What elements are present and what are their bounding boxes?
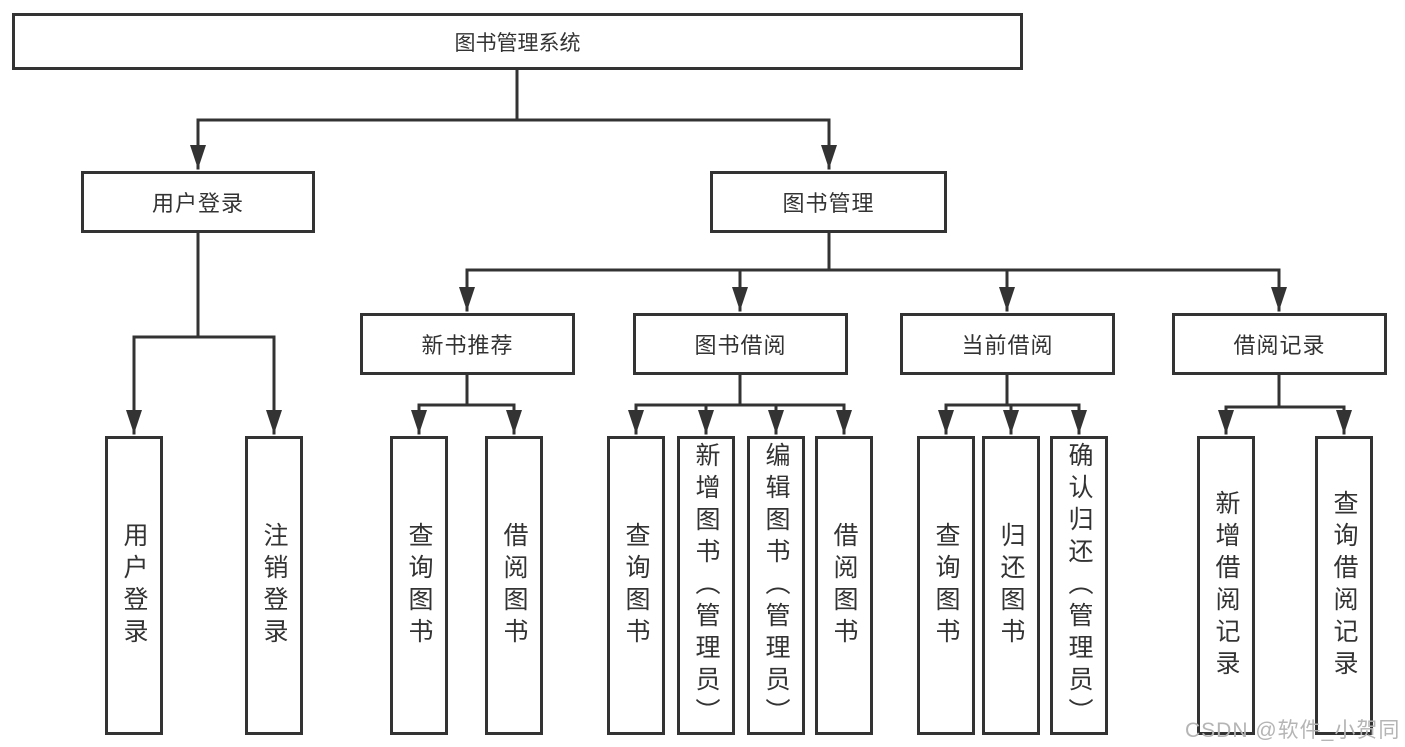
leaf-borrow-query-books: 查询图书 (607, 436, 665, 735)
csdn-watermark: CSDN @软件_小贺同学 (1185, 719, 1401, 742)
leaf-recommend-borrow-books: 借阅图书 (485, 436, 543, 735)
leaf-confirm-return-admin: 确认归还（管理员） (1050, 436, 1108, 735)
node-book-borrow: 图书借阅 (633, 313, 848, 375)
node-book-management: 图书管理 (710, 171, 947, 233)
node-new-book-recommend: 新书推荐 (360, 313, 575, 375)
leaf-return-book: 归还图书 (982, 436, 1040, 735)
leaf-borrow-books: 借阅图书 (815, 436, 873, 735)
leaf-current-query-books: 查询图书 (917, 436, 975, 735)
leaf-logout: 注销登录 (245, 436, 303, 735)
leaf-recommend-query-books: 查询图书 (390, 436, 448, 735)
tree-connectors (126, 68, 1352, 435)
leaf-add-borrow-record: 新增借阅记录 (1197, 436, 1255, 735)
leaf-query-borrow-record: 查询借阅记录 (1315, 436, 1373, 735)
leaf-add-book-admin: 新增图书（管理员） (677, 436, 735, 735)
node-user-login: 用户登录 (81, 171, 315, 233)
node-current-borrow: 当前借阅 (900, 313, 1115, 375)
leaf-edit-book-admin: 编辑图书（管理员） (747, 436, 805, 735)
leaf-user-login: 用户登录 (105, 436, 163, 735)
node-borrow-records: 借阅记录 (1172, 313, 1387, 375)
node-library-management-system: 图书管理系统 (12, 13, 1023, 70)
